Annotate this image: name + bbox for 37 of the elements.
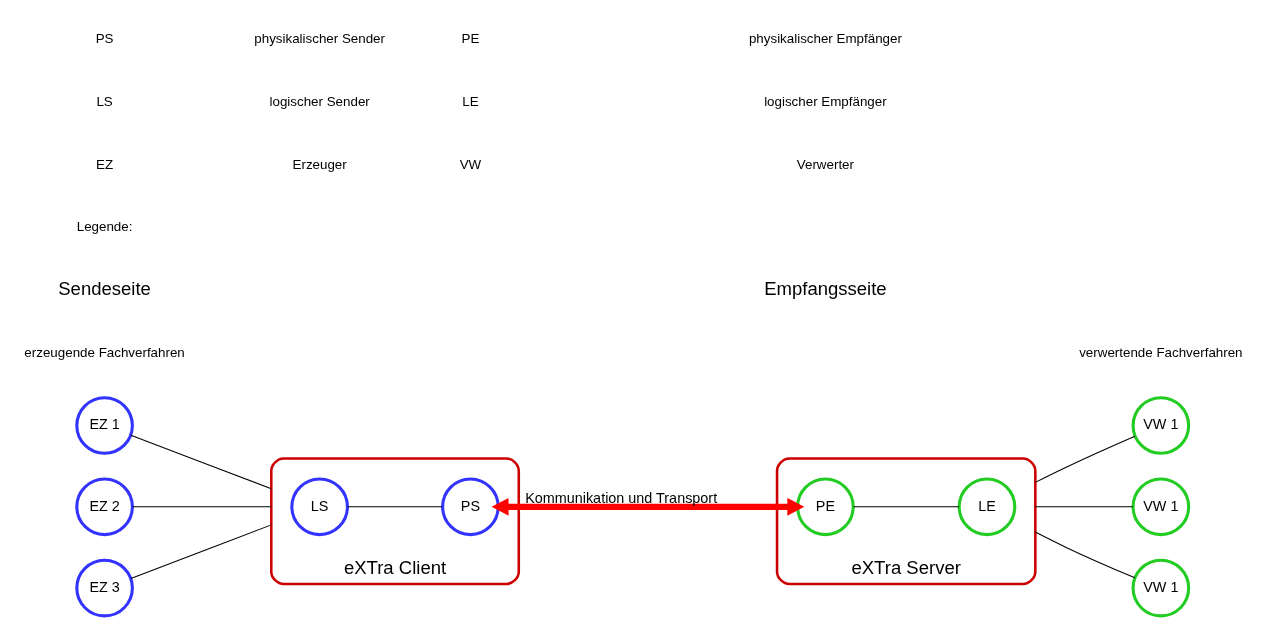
node-circle: PS: [441, 477, 500, 537]
connector: [1034, 531, 1136, 579]
label: PE: [461, 31, 480, 47]
label: Sendeseite: [58, 278, 151, 300]
label: erzeugende Fachverfahren: [24, 344, 185, 360]
label: LE: [462, 93, 479, 109]
label: LS: [96, 93, 113, 109]
connector: [130, 434, 272, 490]
node-circle: LS: [290, 477, 349, 537]
node-circle: VW 1: [1131, 558, 1191, 618]
label: Empfangsseite: [764, 278, 887, 300]
label: logischer Sender: [269, 93, 370, 109]
node-circle: EZ 2: [75, 477, 134, 537]
label: physikalischer Empfänger: [748, 31, 902, 47]
connector: [1034, 506, 1134, 508]
node-circle: LE: [957, 477, 1017, 537]
label: Erzeuger: [292, 156, 347, 172]
connector: [1034, 435, 1136, 483]
node-circle: PE: [796, 477, 855, 537]
connector: [130, 524, 272, 579]
arrow: [491, 497, 805, 516]
label: Legende:: [76, 219, 133, 235]
label: logischer Empfänger: [764, 93, 887, 109]
connector: [132, 506, 272, 508]
label: VW: [459, 156, 482, 172]
label: Verwerter: [796, 156, 854, 172]
node-circle: VW 1: [1131, 396, 1191, 455]
label: verwertende Fachverfahren: [1079, 344, 1243, 360]
node-circle: EZ 3: [75, 558, 134, 618]
label: PS: [95, 31, 114, 47]
edge-label: Kommunikation und Transport: [525, 489, 718, 506]
node-circle: VW 1: [1131, 477, 1191, 537]
label: EZ: [96, 156, 114, 172]
label: physikalischer Sender: [254, 31, 385, 47]
connector: [347, 506, 443, 508]
connector: [852, 506, 960, 508]
node-circle: EZ 1: [75, 396, 134, 455]
